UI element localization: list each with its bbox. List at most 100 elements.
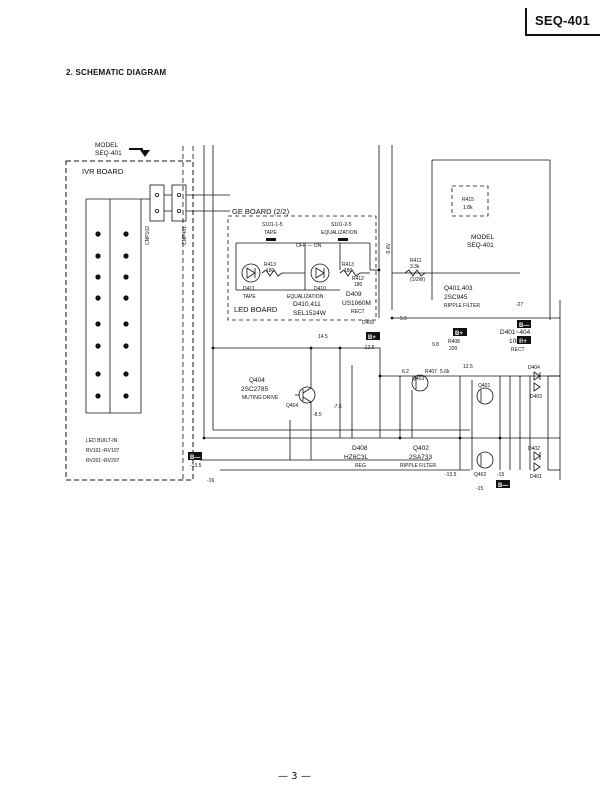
switch-states: OFF — ON: [296, 243, 322, 249]
sel-part: SEL1524W: [293, 310, 327, 317]
d404-ref: D404: [528, 365, 540, 371]
d409-ref: D409: [346, 291, 362, 298]
q404-role: MUTING DRIVE: [242, 395, 279, 401]
connector-cnp102-label: CNP102: [145, 226, 151, 245]
voltage-minus-16: -16: [207, 478, 214, 484]
voltage-minus-12-5: -12.5: [363, 345, 375, 351]
diode-d403: [533, 382, 541, 392]
d401-404-role: RECT: [511, 347, 525, 353]
d403-ref: D403: [530, 394, 542, 400]
ivr-led-array: [95, 231, 129, 399]
connector-cnp401: [171, 184, 187, 222]
ivr-board-outline: [65, 160, 194, 481]
q404b-ref: Q404: [286, 403, 298, 409]
q401-ref: Q401: [478, 383, 490, 389]
switch1-ref: S101-1-5: [262, 222, 283, 228]
r415-ref: R415: [462, 197, 474, 203]
model-box-line2: SEQ-401: [467, 242, 494, 249]
led-note-1: LED BUILT-IN: [86, 438, 118, 444]
voltage-9-8: 9.8: [432, 342, 439, 348]
rail-b-minus-2: B—: [519, 323, 529, 329]
r413b-ref: R413: [342, 262, 354, 268]
rail-b-minus-1: B—: [190, 455, 200, 461]
led-eq-label: EQUALIZATION: [287, 294, 324, 300]
voltage-minus-15: -15: [497, 472, 504, 478]
d409-role: RECT: [351, 309, 365, 315]
led-d410: [315, 267, 325, 279]
ge-board-outline: [227, 215, 377, 321]
voltage-minus-27: -27: [516, 302, 523, 308]
connector-cnp102: [149, 184, 165, 222]
model-tag-line2: SEQ-401: [95, 150, 122, 157]
r411-val: 3.3k: [410, 264, 420, 270]
r415-val: 1.8k: [463, 205, 473, 211]
voltage-minus-15b: -15: [476, 486, 483, 492]
model-header: SEQ-401: [535, 13, 590, 28]
voltage-minus-13-5b: -13.5: [445, 472, 457, 478]
q401-403-part: 2SC945: [444, 294, 468, 301]
diode-d402: [533, 451, 541, 461]
d408-role: REG: [355, 463, 366, 469]
q402-ref: Q402: [413, 445, 429, 452]
voltage-minus-8-5: -8.5: [313, 412, 322, 418]
r411-ref: R411: [410, 258, 422, 264]
d408-ref: D408: [352, 445, 368, 452]
rail-b-plus-1: B+: [368, 335, 376, 341]
r407-val: 5.6k: [440, 369, 450, 375]
transistor-q404: [298, 386, 316, 404]
voltage-14-5: 14.5: [318, 334, 328, 340]
rail-b-minus-3: B—: [498, 483, 508, 489]
switch1-label: TAPE: [264, 230, 277, 236]
r412-ref: R412: [352, 276, 364, 282]
d411-label: D411: [243, 286, 255, 292]
led-note-3: RV201~RV207: [86, 458, 120, 464]
header-box: [525, 8, 600, 36]
ivr-board-title: IVR BOARD: [82, 167, 124, 176]
rail-b-plus-3: B+: [519, 339, 527, 345]
q402b-ref: Q402: [474, 472, 486, 478]
voltage-5-5: 5.5: [400, 316, 407, 322]
r408-val: 220: [449, 346, 458, 352]
d409b-ref: D409: [362, 320, 374, 326]
d401-404-part: 10E2: [509, 338, 525, 345]
led-board-label: LED BOARD: [234, 305, 278, 314]
r408-ref: R408: [448, 339, 460, 345]
section-title: 2. SCHEMATIC DIAGRAM: [66, 68, 167, 77]
r407-ref: R407: [425, 369, 437, 375]
d402-ref: D402: [528, 446, 540, 452]
d408-part: HZ6C3L: [344, 454, 369, 461]
r413a-val: 180: [266, 268, 275, 274]
led-d411: [246, 267, 256, 279]
q401-403-ref: Q401,403: [444, 285, 473, 292]
transistor-q402-top: [411, 374, 429, 392]
r412-val: 180: [354, 282, 363, 288]
q404-ref: Q404: [249, 377, 265, 384]
model-r415-box: [451, 185, 489, 217]
r413a-ref: R413: [264, 262, 276, 268]
diode-d404: [533, 371, 541, 381]
q401-403-role: RIPPLE FILTER: [444, 303, 480, 309]
r413b-val: 180: [344, 268, 353, 274]
connector-cnp401-label: CNP401: [182, 226, 188, 245]
voltage-minus-13-5: -13.5: [190, 463, 202, 469]
led-tape-label: TAPE: [243, 294, 256, 300]
d401-ref: D401: [530, 474, 542, 480]
transistor-q401: [476, 387, 494, 405]
q402-role: RIPPLE FILTER: [400, 463, 436, 469]
voltage-6-2: 6.2: [402, 369, 409, 375]
transistor-q402: [476, 451, 494, 469]
model-tag-line1: MODEL: [95, 142, 119, 149]
led-note-2: RV101~RV107: [86, 448, 120, 454]
q404-part: 2SC2785: [241, 386, 268, 393]
switch2-ref: S101-2-5: [331, 222, 352, 228]
diode-d401: [533, 462, 541, 472]
switch2-label: EQUALIZATION: [321, 230, 358, 236]
ge-board-title: GE BOARD (2/2): [232, 207, 290, 216]
rail-b-plus-2: B+: [455, 331, 463, 337]
d410-411-label: D410,411: [293, 301, 321, 308]
voltage-minus-7-5: -7.5: [333, 404, 342, 410]
model-box-line1: MODEL: [471, 234, 495, 241]
rail-tags: [188, 320, 531, 488]
